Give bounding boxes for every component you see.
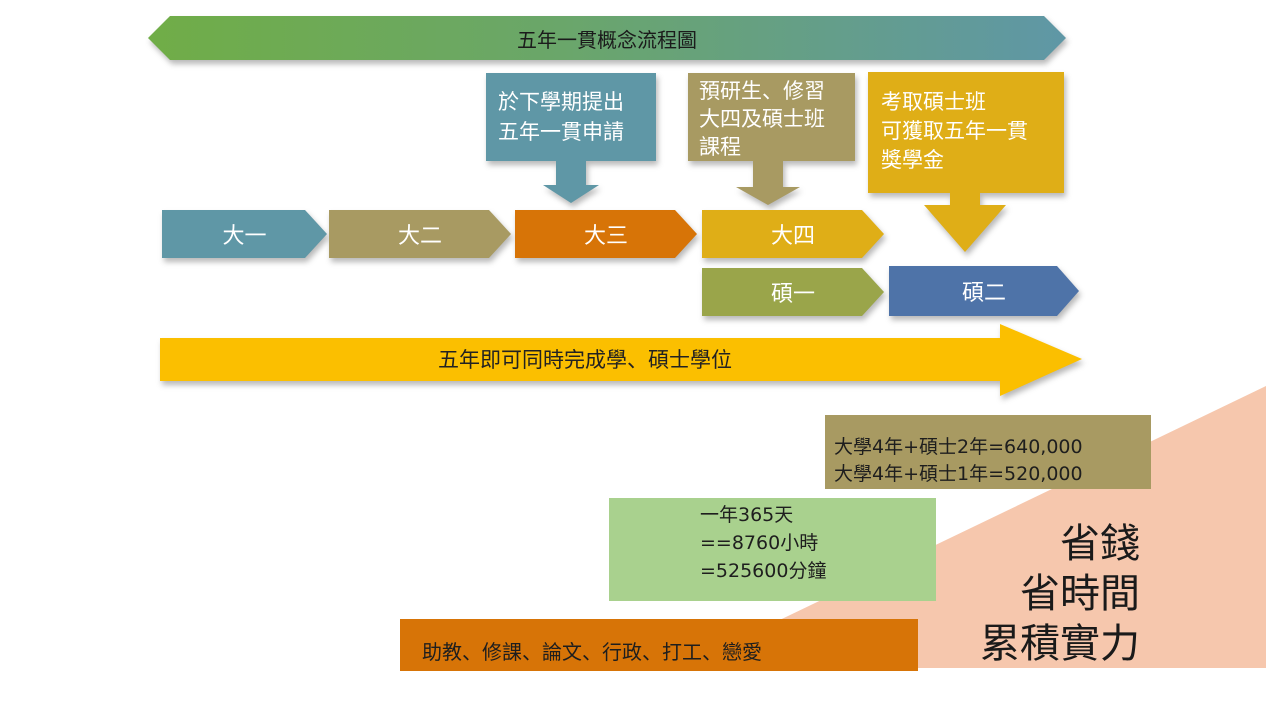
- chevron-master-2-label: 碩二: [961, 281, 1006, 306]
- callout-master: 考取碩士班 可獲取五年一貫 獎學金: [868, 72, 1064, 252]
- chevron-master-1-label: 碩一: [770, 282, 815, 307]
- callout-master-box: 考取碩士班 可獲取五年一貫 獎學金: [868, 72, 1064, 193]
- chevron-year-1: 大一: [162, 210, 327, 258]
- benefit-line-1: 省錢: [1060, 521, 1140, 567]
- time-box: 一年365天 ==8760小時 =525600分鐘: [609, 498, 936, 601]
- benefits: 省錢 省時間 累積實力: [930, 519, 1140, 669]
- chevron-year-2: 大二: [329, 210, 511, 258]
- chevron-master-1: 碩一: [702, 268, 884, 316]
- benefit-line-3: 累積實力: [980, 621, 1140, 667]
- callout-master-line-1: 考取碩士班: [881, 90, 986, 114]
- chevron-year-4: 大四: [702, 210, 884, 258]
- benefit-line-2: 省時間: [1020, 571, 1140, 617]
- activities-box: 助教、修課、論文、行政、打工、戀愛: [400, 619, 918, 671]
- chevron-year-1-label: 大一: [222, 224, 267, 249]
- callout-master-line-2: 可獲取五年一貫: [881, 119, 1028, 143]
- title-banner: 五年一貫概念流程圖: [148, 16, 1066, 60]
- callout-master-arrow: [924, 192, 1006, 252]
- banner-title: 五年一貫概念流程圖: [517, 27, 697, 52]
- callout-senior-box: 預研生、修習 大四及碩士班 課程: [688, 73, 855, 161]
- cost-line-2: 大學4年+碩士1年=520,000: [834, 463, 1083, 485]
- callout-junior-box: 於下學期提出 五年一貫申請: [486, 73, 656, 161]
- long-arrow-label: 五年即可同時完成學、碩士學位: [438, 348, 732, 372]
- callout-senior-line-1: 預研生、修習: [699, 79, 825, 103]
- chevron-year-3: 大三: [515, 210, 697, 258]
- callout-senior-line-3: 課程: [699, 135, 741, 159]
- cost-line-1: 大學4年+碩士2年=640,000: [834, 436, 1083, 458]
- callout-junior-line-1: 於下學期提出: [498, 90, 624, 114]
- callout-junior-line-2: 五年一貫申請: [498, 120, 624, 144]
- chevron-year-2-label: 大二: [397, 224, 442, 249]
- time-line-1: 一年365天: [700, 504, 794, 526]
- time-line-3: =525600分鐘: [700, 560, 827, 582]
- callout-senior: 預研生、修習 大四及碩士班 課程: [688, 73, 855, 205]
- chevron-year-3-label: 大三: [583, 224, 628, 249]
- callout-senior-line-2: 大四及碩士班: [699, 107, 825, 131]
- time-line-2: ==8760小時: [700, 532, 819, 554]
- callout-master-line-3: 獎學金: [881, 148, 944, 172]
- cost-box: 大學4年+碩士2年=640,000 大學4年+碩士1年=520,000: [825, 415, 1151, 489]
- callout-senior-arrow: [736, 160, 800, 205]
- activities-text: 助教、修課、論文、行政、打工、戀愛: [422, 640, 762, 664]
- chevron-master-2: 碩二: [889, 266, 1079, 316]
- callout-junior-arrow: [543, 160, 599, 203]
- callout-junior: 於下學期提出 五年一貫申請: [486, 73, 656, 203]
- chevron-year-4-label: 大四: [770, 224, 815, 249]
